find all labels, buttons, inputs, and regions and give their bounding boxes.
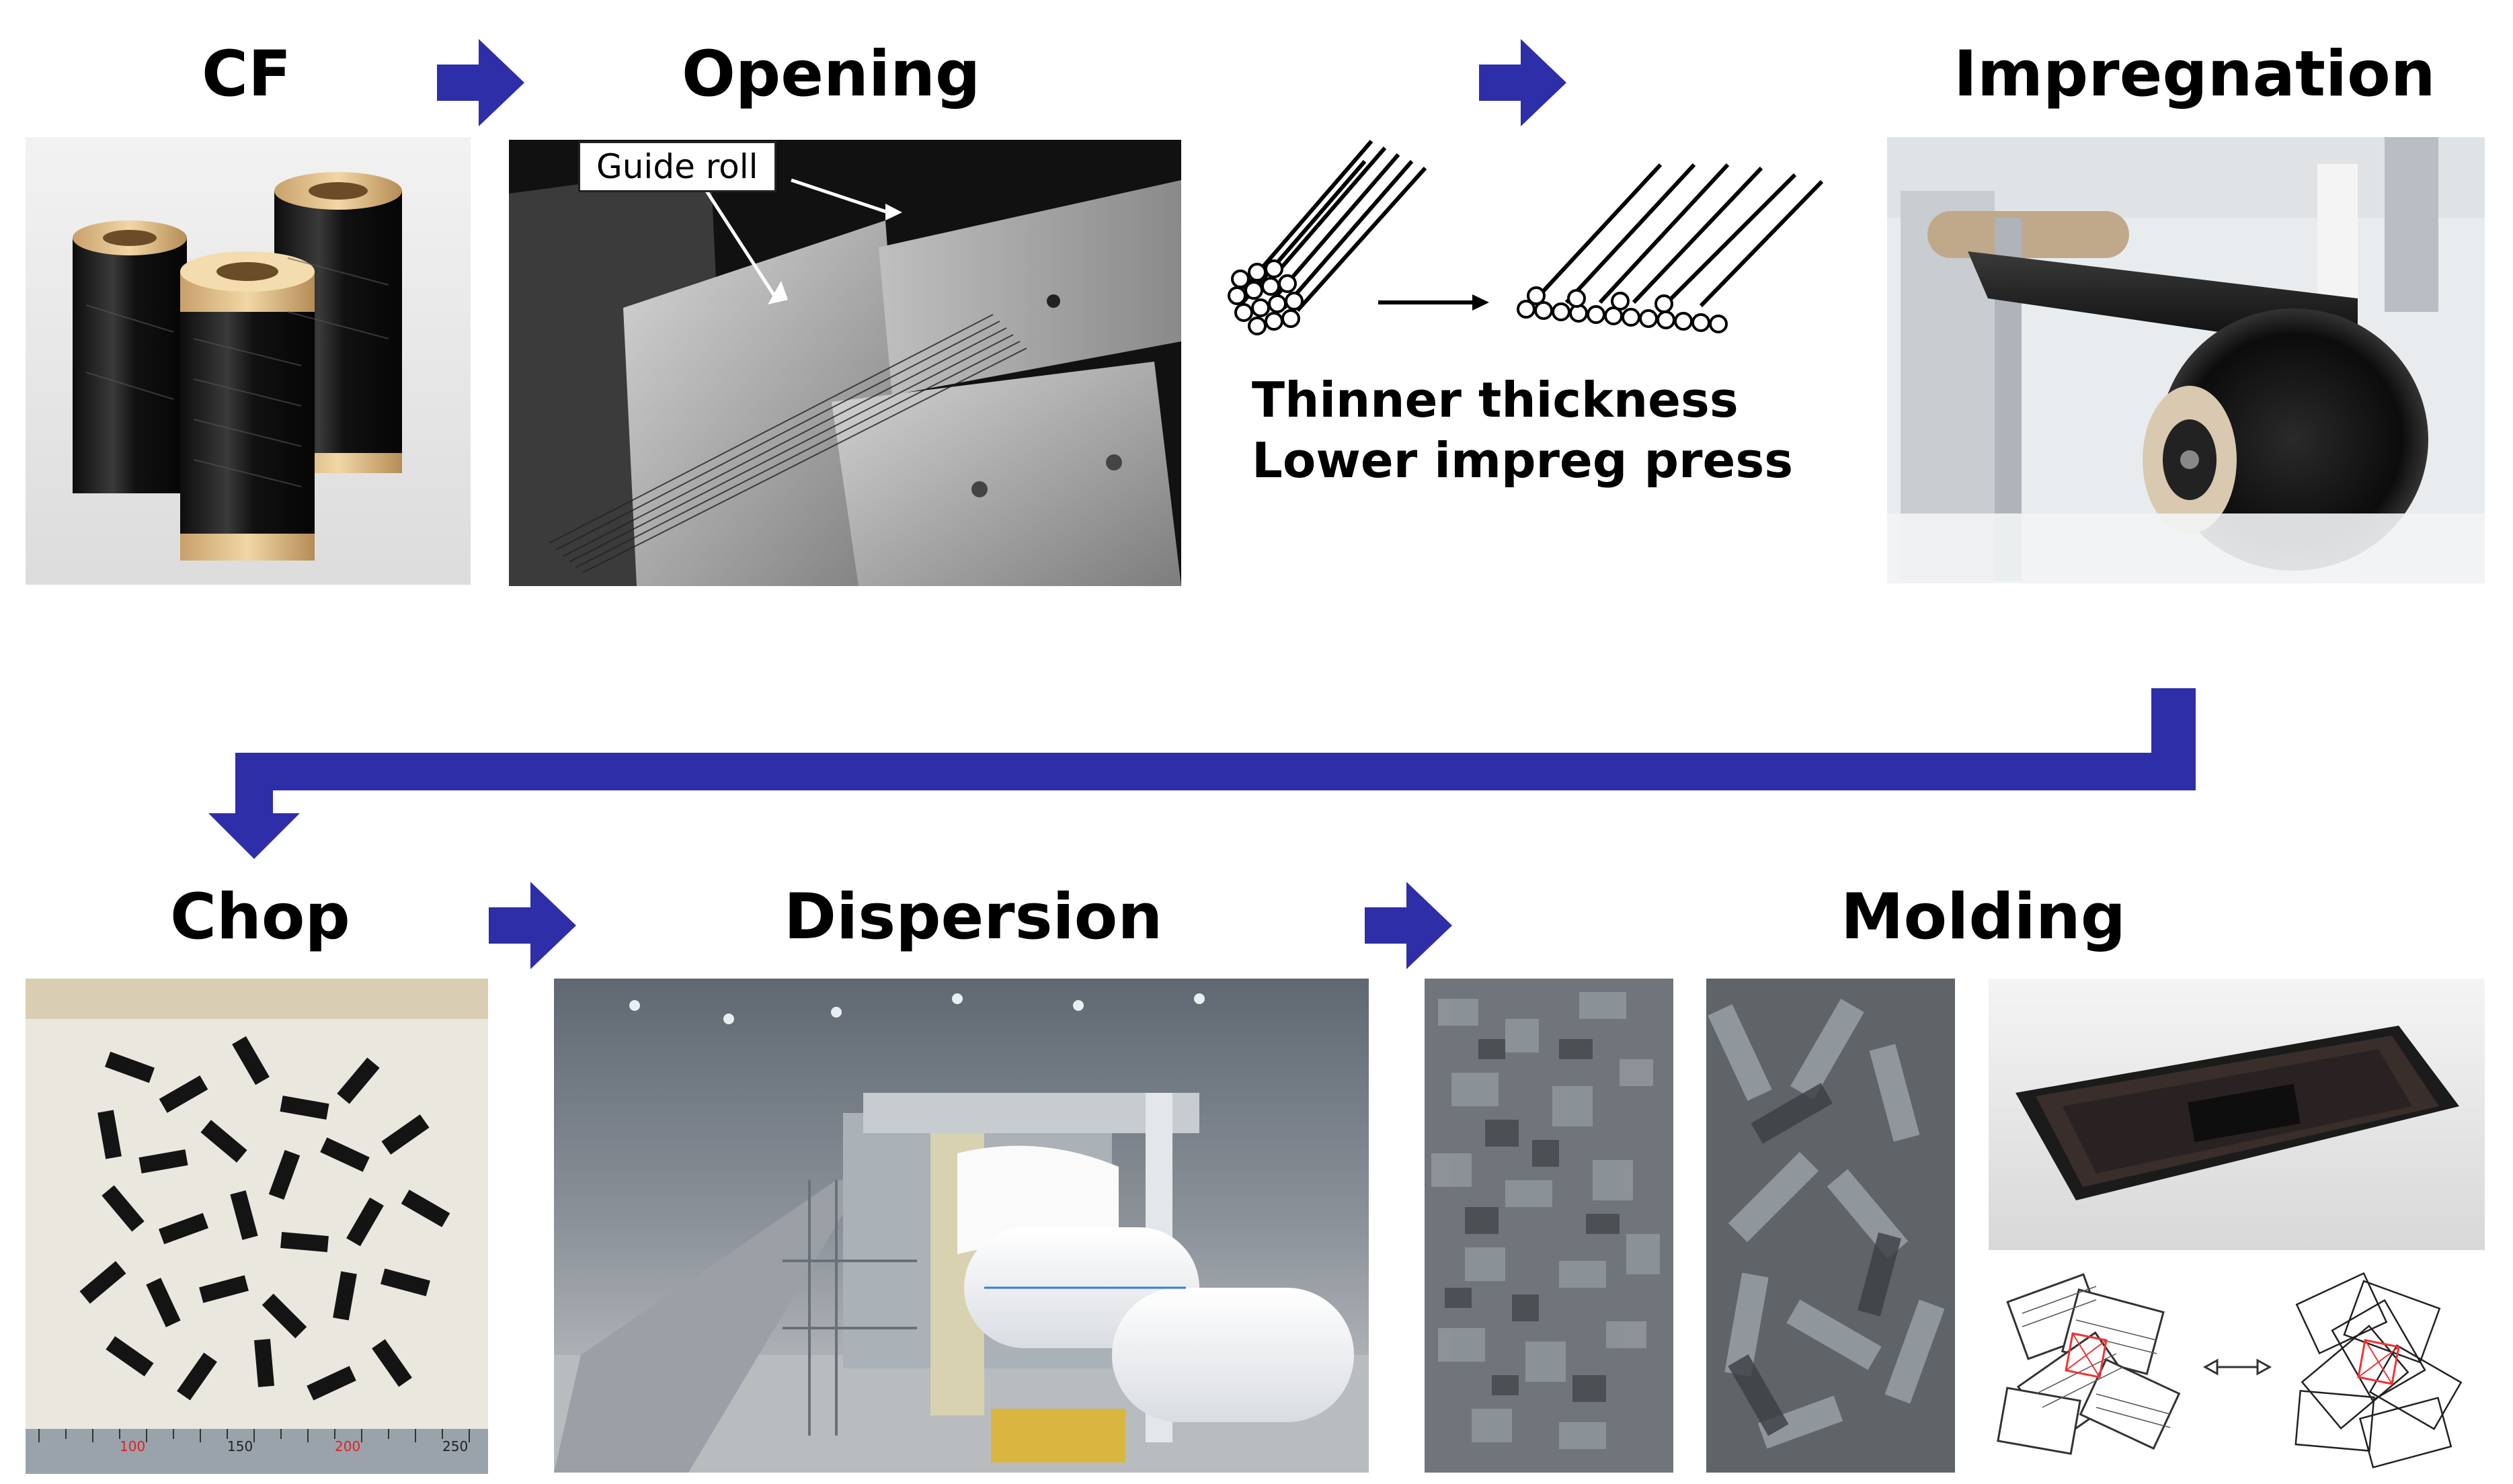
ruler-label-100: 100 bbox=[120, 1438, 146, 1454]
impregnation-roll-image bbox=[1887, 137, 2485, 583]
molded-tray-image bbox=[1989, 979, 2485, 1250]
fiber-orientation-diagram bbox=[1989, 1260, 2485, 1477]
step-title-cf: CF bbox=[202, 38, 292, 111]
step-title-dispersion: Dispersion bbox=[784, 880, 1163, 954]
step-title-chop: Chop bbox=[170, 880, 350, 954]
molding-panel-image-1 bbox=[1425, 979, 1673, 1473]
chopped-tape-image: 100 150 200 250 bbox=[26, 979, 488, 1474]
step-title-molding: Molding bbox=[1841, 880, 2126, 954]
fiber-bundle-schematic bbox=[1217, 134, 1842, 345]
step-title-opening: Opening bbox=[682, 38, 981, 111]
molding-panel-image-2 bbox=[1706, 979, 1955, 1473]
thinning-notes: Thinner thickness Lower impreg press bbox=[1252, 370, 1793, 491]
opening-guide-roll-image bbox=[509, 140, 1181, 586]
ruler-label-150: 150 bbox=[227, 1438, 253, 1454]
flow-arrow-cf-to-opening bbox=[437, 39, 524, 126]
note-lower-impreg-press: Lower impreg press bbox=[1252, 432, 1794, 489]
return-connector-arrow bbox=[202, 686, 2205, 863]
flow-arrow-opening-to-impregnation bbox=[1479, 39, 1566, 126]
flow-arrow-chop-to-dispersion bbox=[489, 882, 576, 969]
ruler-labels: 100 150 200 250 bbox=[26, 1438, 488, 1465]
guide-roll-callout: Guide roll bbox=[578, 141, 776, 192]
note-thinner-thickness: Thinner thickness bbox=[1252, 372, 1739, 428]
dispersion-paper-machine-image bbox=[554, 979, 1369, 1473]
flow-arrow-dispersion-to-molding bbox=[1365, 882, 1452, 969]
step-title-impregnation: Impregnation bbox=[1954, 38, 2436, 111]
ruler-label-250: 250 bbox=[442, 1438, 469, 1454]
cf-spools-image bbox=[26, 137, 471, 585]
ruler-label-200: 200 bbox=[335, 1438, 361, 1454]
